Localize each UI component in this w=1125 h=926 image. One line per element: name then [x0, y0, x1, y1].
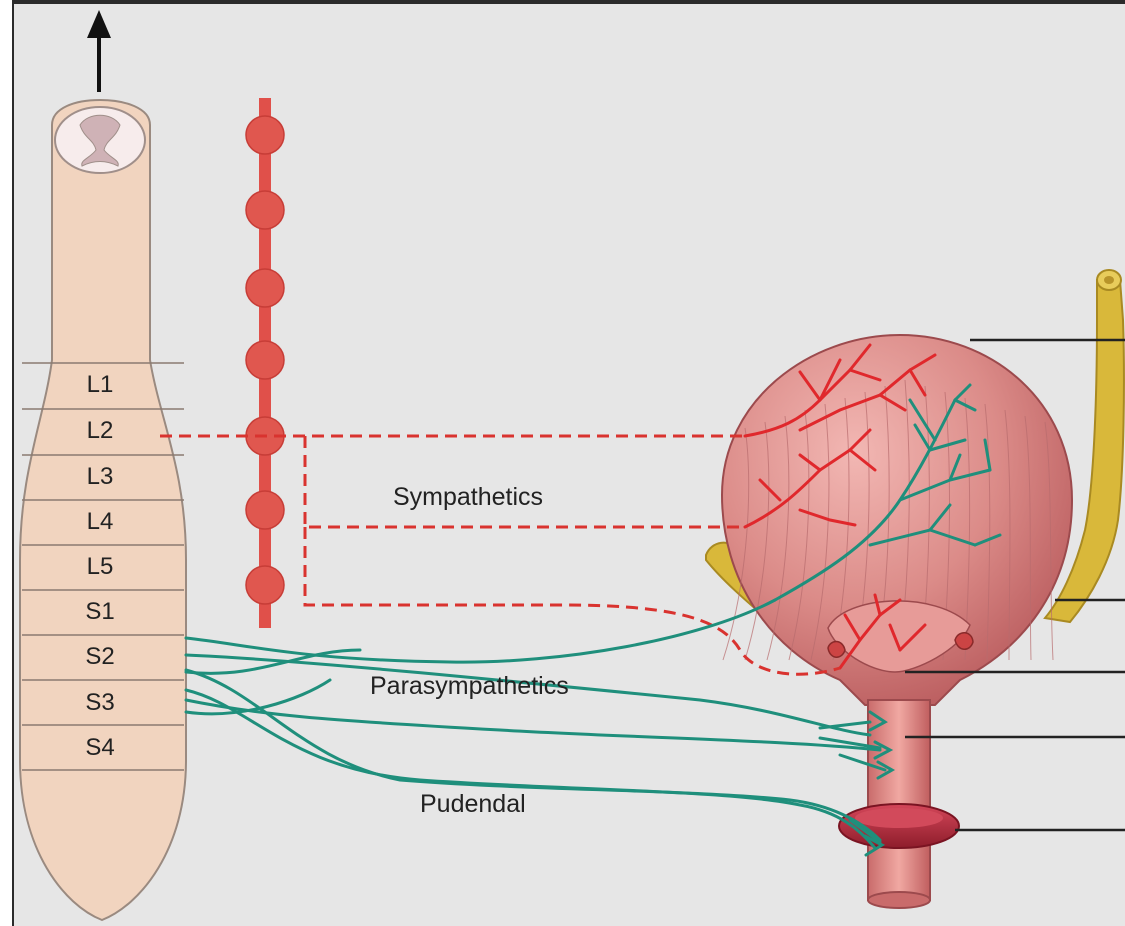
sympathetic-chain — [246, 98, 284, 628]
sympathetic-ganglion — [246, 191, 284, 229]
segment-label-S4: S4 — [85, 734, 114, 761]
sympathetic-ganglion — [246, 116, 284, 154]
segment-label-L4: L4 — [87, 508, 114, 535]
segment-label-L1: L1 — [87, 371, 114, 398]
sympathetic-ganglion — [246, 269, 284, 307]
sympathetic-ganglion — [246, 566, 284, 604]
segment-label-S3: S3 — [85, 689, 114, 716]
label-parasympathetics: Parasympathetics — [370, 672, 569, 700]
segment-label-L5: L5 — [87, 553, 114, 580]
segment-label-S2: S2 — [85, 643, 114, 670]
label-sympathetics: Sympathetics — [393, 483, 543, 511]
sympathetic-ganglion — [246, 491, 284, 529]
up-arrow-icon — [87, 10, 111, 92]
bladder — [722, 335, 1072, 705]
left-ureteric-orifice — [828, 642, 845, 658]
right-ureteric-orifice — [955, 633, 973, 650]
label-pudendal: Pudendal — [420, 790, 526, 818]
sympathetic-ganglion — [246, 341, 284, 379]
segment-label-S1: S1 — [85, 598, 114, 625]
segment-label-L2: L2 — [87, 417, 114, 444]
segment-label-L3: L3 — [87, 463, 114, 490]
